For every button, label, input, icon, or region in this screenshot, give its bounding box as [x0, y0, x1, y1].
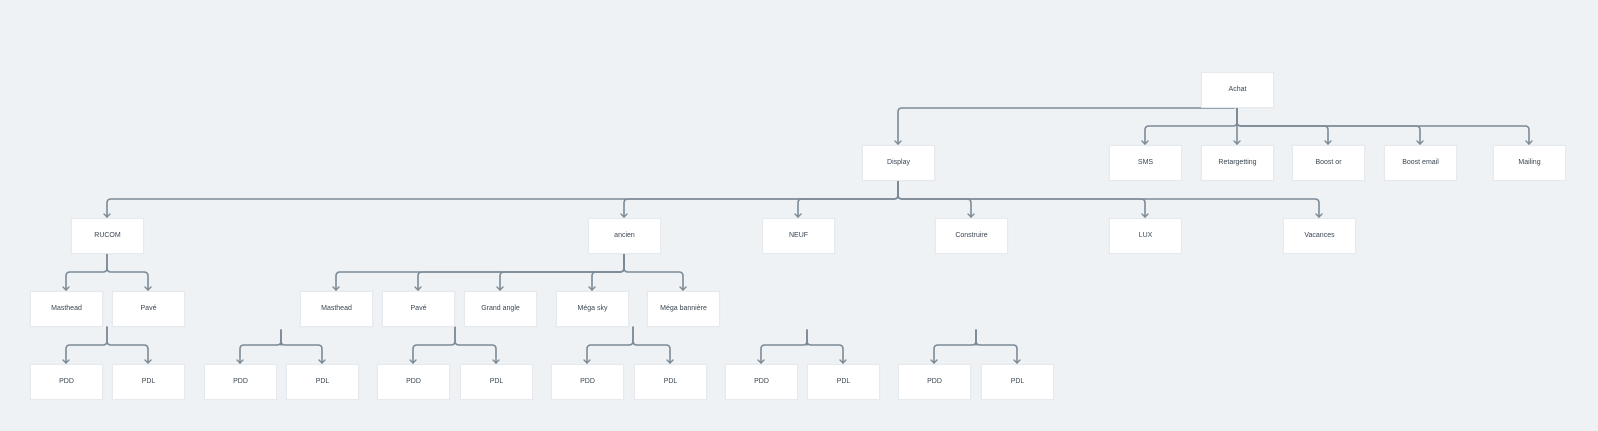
edge-achat-mailing-connector: [1236, 107, 1530, 145]
edge-display-construire-connector: [897, 180, 972, 218]
edge-rucom-masthead-connector: [65, 253, 108, 291]
edge-ancien-masthead-arrowhead: [332, 286, 340, 291]
edge-group-6-pdd-connector: [933, 329, 977, 364]
node-display[interactable]: Display: [862, 145, 935, 181]
edge-ancien-grand-angle-arrowhead: [496, 286, 504, 291]
edge-display-rucom-connector: [106, 180, 899, 218]
edge-display-lux-arrowhead: [1141, 213, 1149, 218]
edge-ancien-pave-arrowhead: [414, 286, 422, 291]
edge-ancien-pave-connector: [417, 253, 625, 291]
node-ancien-mega-banniere[interactable]: Méga bannière: [647, 291, 720, 327]
edge-group-6-pdd-arrowhead: [930, 359, 938, 364]
node-pdl-2[interactable]: PDL: [286, 364, 359, 400]
edge-display-construire-arrowhead: [967, 213, 975, 218]
node-pdl-1[interactable]: PDL: [112, 364, 185, 400]
edge-display-vacances-arrowhead: [1315, 213, 1323, 218]
edge-achat-sms-arrowhead: [1141, 140, 1149, 145]
edge-ancien-mega-banniere-arrowhead: [679, 286, 687, 291]
edge-group-5-pdl-connector: [806, 329, 844, 364]
edge-rucom-pave-pdd-connector: [65, 326, 108, 364]
edge-ancien-mega-sky-arrowhead: [588, 286, 596, 291]
node-rucom-masthead[interactable]: Masthead: [30, 291, 103, 327]
edge-display-ancien-connector: [623, 180, 899, 218]
edge-achat-sms-connector: [1144, 107, 1238, 145]
edge-achat-retargetting-arrowhead: [1233, 140, 1241, 145]
edge-achat-mailing-arrowhead: [1525, 140, 1533, 145]
edge-display-rucom-arrowhead: [103, 213, 111, 218]
edge-ancien-mega-sky-connector: [591, 253, 625, 291]
edge-group-2-pdd-arrowhead: [236, 359, 244, 364]
node-pdl-5[interactable]: PDL: [807, 364, 880, 400]
node-construire[interactable]: Construire: [935, 218, 1008, 254]
edge-group-5-pdl-arrowhead: [839, 359, 847, 364]
edge-achat-boost-or-connector: [1236, 107, 1329, 145]
node-vacances[interactable]: Vacances: [1283, 218, 1356, 254]
edge-group-2-pdl-connector: [280, 329, 323, 364]
edge-display-neuf-connector: [797, 180, 899, 218]
edge-achat-display-arrowhead: [894, 140, 902, 145]
edge-rucom-pave-pdl-arrowhead: [144, 359, 152, 364]
node-pdd-5[interactable]: PDD: [725, 364, 798, 400]
edge-rucom-pave-pdl-connector: [106, 326, 149, 364]
node-pdd-2[interactable]: PDD: [204, 364, 277, 400]
edge-group-2-pdl-arrowhead: [318, 359, 326, 364]
edge-rucom-pave-pdd-arrowhead: [62, 359, 70, 364]
edge-mega-sky-pdd-connector: [586, 326, 634, 364]
edge-group-5-pdd-arrowhead: [757, 359, 765, 364]
node-pdl-3[interactable]: PDL: [460, 364, 533, 400]
edge-mega-sky-pdl-connector: [632, 326, 671, 364]
edge-rucom-pave-connector: [106, 253, 149, 291]
node-neuf[interactable]: NEUF: [762, 218, 835, 254]
edge-group-5-pdd-connector: [760, 329, 808, 364]
edge-achat-boost-email-connector: [1236, 107, 1421, 145]
edge-rucom-masthead-arrowhead: [62, 286, 70, 291]
node-boost-email[interactable]: Boost email: [1384, 145, 1457, 181]
edge-ancien-pave-pdl-arrowhead: [492, 359, 500, 364]
node-sms[interactable]: SMS: [1109, 145, 1182, 181]
node-achat[interactable]: Achat: [1201, 72, 1274, 108]
edge-ancien-masthead-connector: [335, 253, 625, 291]
edge-achat-boost-email-arrowhead: [1416, 140, 1424, 145]
edge-achat-boost-or-arrowhead: [1324, 140, 1332, 145]
edge-ancien-grand-angle-connector: [499, 253, 625, 291]
node-ancien-masthead[interactable]: Masthead: [300, 291, 373, 327]
edge-mega-sky-pdd-arrowhead: [583, 359, 591, 364]
node-pdd-3[interactable]: PDD: [377, 364, 450, 400]
node-pdl-4[interactable]: PDL: [634, 364, 707, 400]
edge-group-6-pdl-arrowhead: [1013, 359, 1021, 364]
edge-ancien-pave-pdl-connector: [454, 326, 497, 364]
edge-achat-display-connector: [897, 103, 1238, 145]
edge-mega-sky-pdl-arrowhead: [666, 359, 674, 364]
node-rucom[interactable]: RUCOM: [71, 218, 144, 254]
edge-ancien-pave-pdd-connector: [412, 326, 456, 364]
edge-ancien-mega-banniere-connector: [623, 253, 684, 291]
node-ancien-mega-sky[interactable]: Méga sky: [556, 291, 629, 327]
node-retargetting[interactable]: Retargetting: [1201, 145, 1274, 181]
node-boost-or[interactable]: Boost or: [1292, 145, 1365, 181]
node-ancien-grand-angle[interactable]: Grand angle: [464, 291, 537, 327]
edge-display-lux-connector: [897, 180, 1146, 218]
edge-rucom-pave-arrowhead: [144, 286, 152, 291]
edge-group-2-pdd-connector: [239, 329, 282, 364]
node-ancien[interactable]: ancien: [588, 218, 661, 254]
node-lux[interactable]: LUX: [1109, 218, 1182, 254]
edge-display-vacances-connector: [897, 180, 1320, 218]
edge-group-6-pdl-connector: [975, 329, 1018, 364]
node-pdd-1[interactable]: PDD: [30, 364, 103, 400]
node-mailing[interactable]: Mailing: [1493, 145, 1566, 181]
node-pdl-6[interactable]: PDL: [981, 364, 1054, 400]
node-pdd-4[interactable]: PDD: [551, 364, 624, 400]
node-rucom-pave[interactable]: Pavé: [112, 291, 185, 327]
edge-display-neuf-arrowhead: [794, 213, 802, 218]
edge-ancien-pave-pdd-arrowhead: [409, 359, 417, 364]
node-pdd-6[interactable]: PDD: [898, 364, 971, 400]
node-ancien-pave[interactable]: Pavé: [382, 291, 455, 327]
edge-display-ancien-arrowhead: [620, 213, 628, 218]
